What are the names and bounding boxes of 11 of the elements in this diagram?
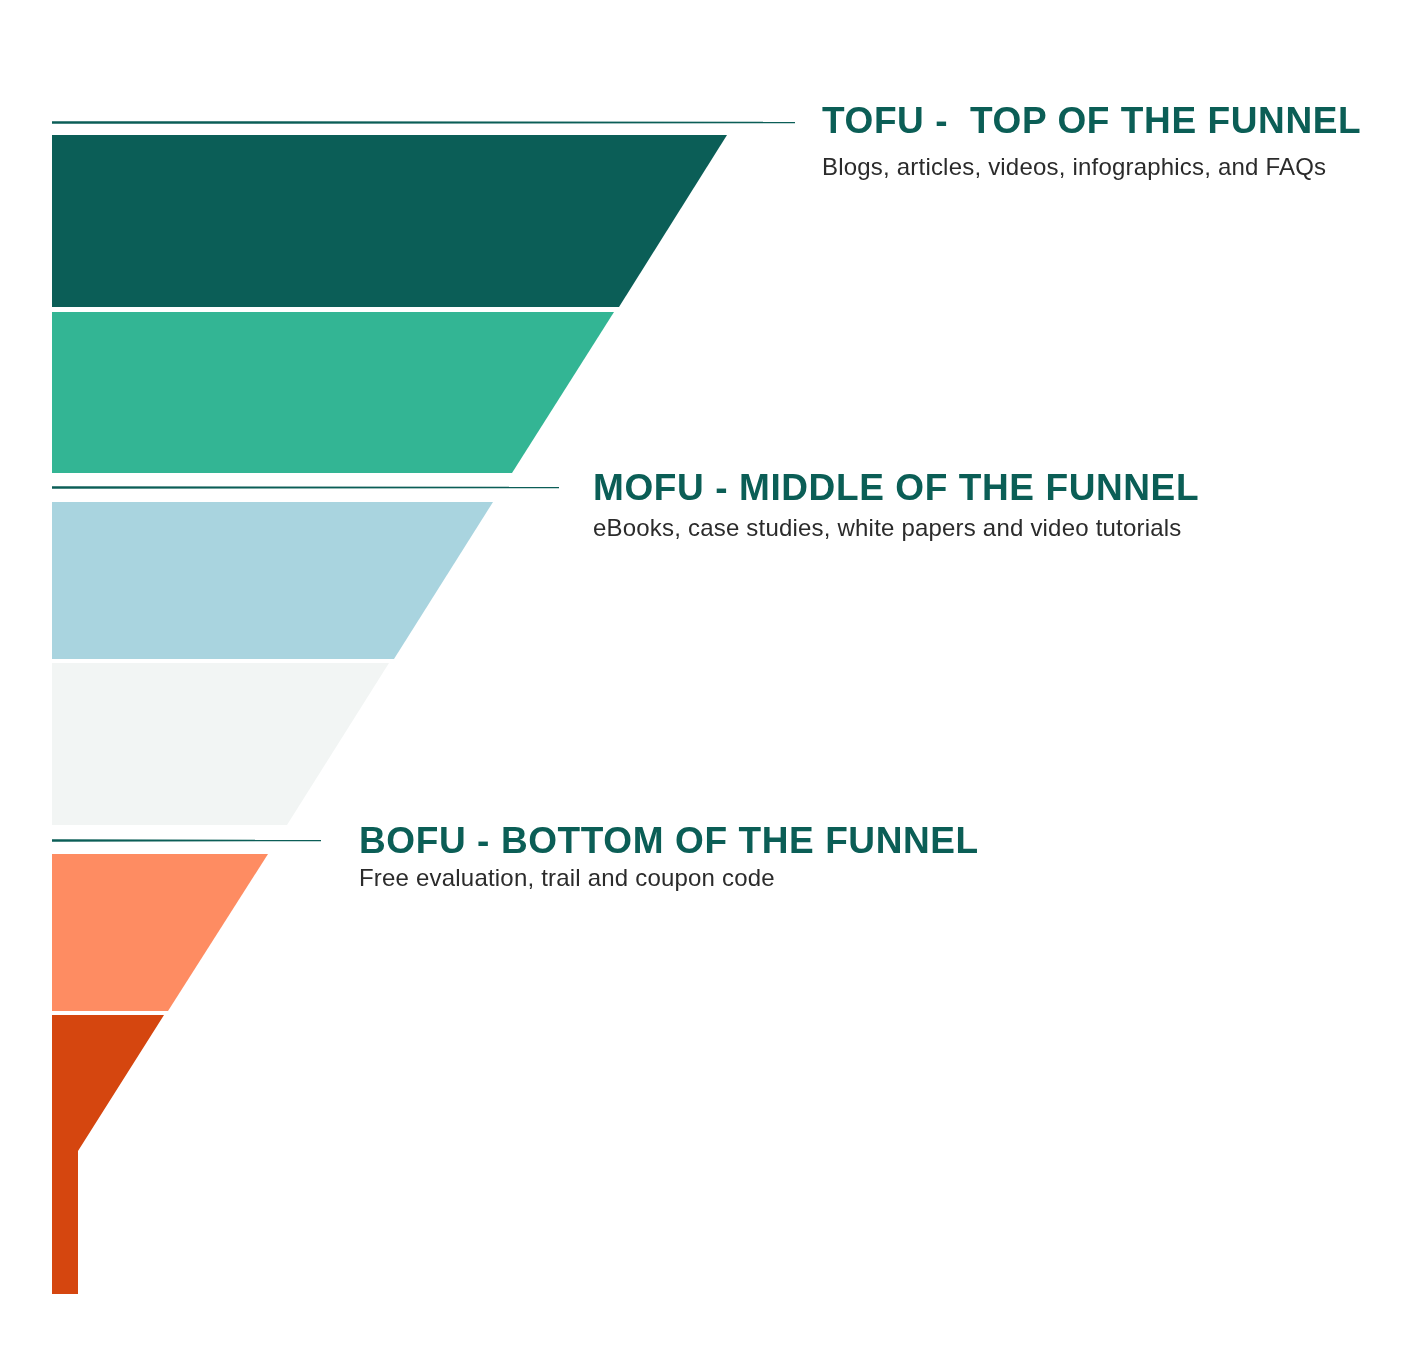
funnel-band xyxy=(52,502,493,659)
funnel-band xyxy=(52,854,268,1011)
stage-description: Blogs, articles, videos, infographics, and FAQs xyxy=(822,153,1327,181)
funnel-spout xyxy=(52,1015,164,1294)
stage-heading: TOFU - TOP OF THE FUNNEL xyxy=(822,102,1362,139)
stage-description: eBooks, case studies, white papers and video tutorials xyxy=(593,514,1182,542)
funnel-band xyxy=(52,312,614,473)
stage-heading: BOFU - BOTTOM OF THE FUNNEL xyxy=(359,822,979,859)
funnel-band xyxy=(52,135,727,307)
stage-heading: MOFU - MIDDLE OF THE FUNNEL xyxy=(593,469,1200,506)
stage-description: Free evaluation, trail and coupon code xyxy=(359,864,775,892)
